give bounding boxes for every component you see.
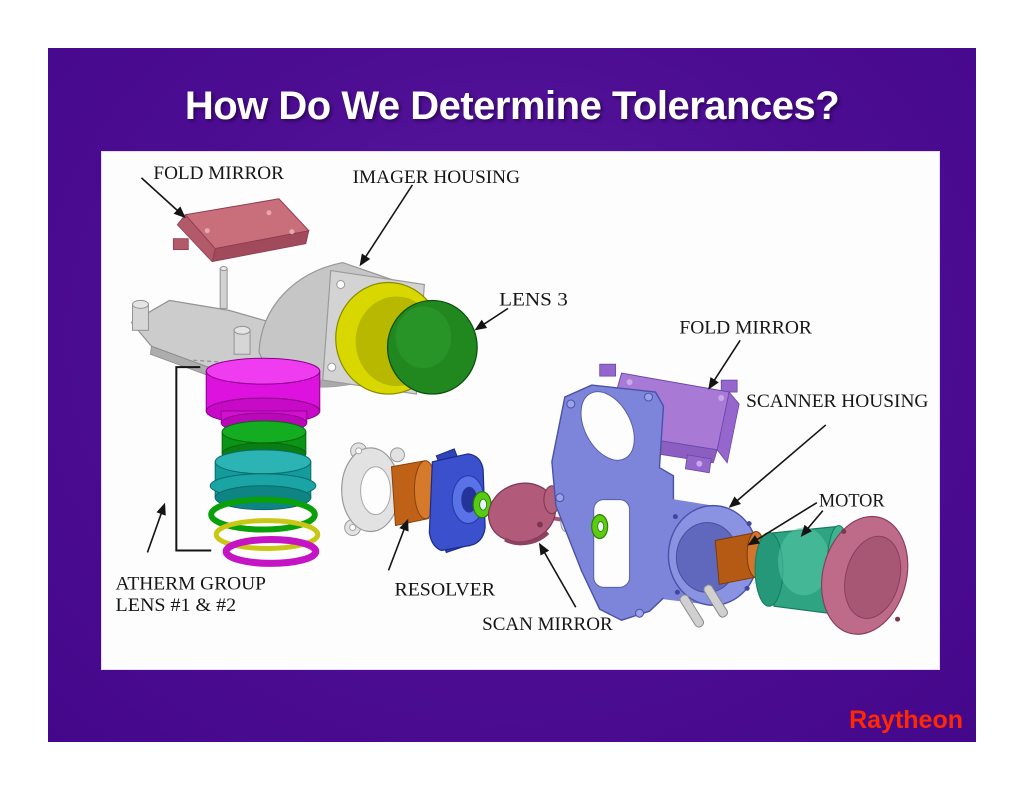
arrow-to-atherm-group bbox=[146, 502, 166, 553]
arrow-to-imager-housing bbox=[359, 184, 414, 267]
arrow-to-resolver bbox=[387, 518, 409, 571]
motor-end-cap bbox=[820, 515, 909, 635]
label-lens-3: LENS 3 bbox=[499, 289, 568, 310]
label-fold-mirror-right: FOLD MIRROR bbox=[679, 317, 812, 338]
scan-mirror-part bbox=[487, 482, 557, 546]
slide-background: How Do We Determine Tolerances? bbox=[48, 48, 976, 742]
atherm-lens-stack bbox=[205, 357, 321, 567]
diagram-panel: FOLD MIRROR IMAGER HOUSING LENS 3 FOLD M… bbox=[101, 151, 940, 670]
label-scan-mirror: SCAN MIRROR bbox=[482, 614, 613, 635]
label-atherm-group-line1: ATHERM GROUP bbox=[116, 573, 266, 594]
bearing-ring bbox=[591, 513, 609, 540]
arrow-to-fold-mirror-right bbox=[708, 339, 741, 390]
label-motor: MOTOR bbox=[819, 491, 885, 512]
atherm-group-bracket bbox=[175, 366, 212, 552]
resolver-part bbox=[390, 448, 486, 554]
arrow-to-scanner-housing bbox=[728, 424, 827, 508]
label-fold-mirror-left: FOLD MIRROR bbox=[153, 163, 284, 184]
arrow-to-scan-mirror bbox=[538, 542, 577, 608]
lens-3-part bbox=[335, 281, 478, 395]
arrow-to-fold-mirror-left bbox=[140, 177, 186, 219]
resolver-flange bbox=[341, 442, 405, 537]
mounting-pins bbox=[679, 584, 728, 628]
label-scanner-housing: SCANNER HOUSING bbox=[746, 391, 929, 412]
slide-title: How Do We Determine Tolerances? bbox=[184, 84, 840, 128]
label-imager-housing: IMAGER HOUSING bbox=[353, 167, 521, 188]
label-resolver: RESOLVER bbox=[394, 579, 495, 600]
arrow-to-motor-body bbox=[800, 510, 824, 538]
arrow-to-lens-3 bbox=[474, 307, 509, 331]
fold-mirror-left-part bbox=[172, 198, 310, 263]
exploded-assembly-diagram: FOLD MIRROR IMAGER HOUSING LENS 3 FOLD M… bbox=[116, 163, 929, 635]
arrow-to-motor-shaft bbox=[747, 501, 818, 546]
label-atherm-group-line2: LENS #1 & #2 bbox=[116, 595, 237, 616]
raytheon-logo: Raytheon bbox=[849, 706, 963, 734]
